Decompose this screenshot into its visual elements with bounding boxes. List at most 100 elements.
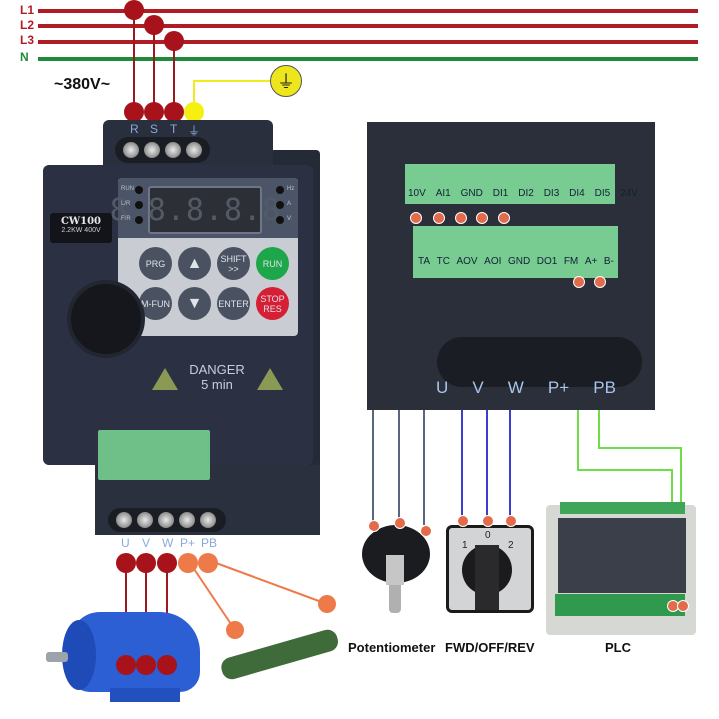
terminal-dot-t bbox=[164, 102, 184, 122]
voltage-label: ~380V~ bbox=[54, 76, 111, 93]
stop-key-sub: RES bbox=[263, 303, 282, 314]
motor-shaft bbox=[46, 652, 68, 662]
junction-l3 bbox=[164, 31, 184, 51]
terminal-di4: DI4 bbox=[569, 188, 585, 199]
led-label-lr: L/R bbox=[121, 201, 131, 207]
closeup-label-v: V bbox=[472, 378, 484, 397]
run-key[interactable]: RUN bbox=[256, 247, 289, 280]
output-dot-p-plus bbox=[178, 553, 198, 573]
plc-bottom-terminals bbox=[555, 594, 685, 616]
screw-pb[interactable] bbox=[200, 512, 216, 528]
enter-key-label: ENTER bbox=[218, 298, 249, 309]
wire-l3 bbox=[38, 40, 698, 44]
resistor-terminal-2 bbox=[318, 595, 336, 613]
danger-title: DANGER bbox=[189, 362, 245, 377]
led-a bbox=[276, 201, 284, 209]
control-terminal-block bbox=[98, 430, 210, 480]
line-label-n: N bbox=[20, 50, 29, 64]
shift-key[interactable]: SHIFT>> bbox=[217, 247, 250, 280]
pot-terminal-3 bbox=[420, 525, 432, 537]
potentiometer-knob[interactable] bbox=[67, 280, 145, 358]
wire-n bbox=[38, 57, 698, 61]
prg-key-label: PRG bbox=[145, 258, 166, 269]
motor-terminal-w bbox=[157, 655, 177, 675]
up-key[interactable]: ▲ bbox=[178, 247, 211, 280]
switch-terminal-2 bbox=[505, 515, 517, 527]
down-key[interactable]: ▼ bbox=[178, 287, 211, 320]
terminal-ai1: AI1 bbox=[435, 188, 451, 199]
terminal-24v: 24V bbox=[620, 188, 638, 199]
potentiometer-shaft[interactable] bbox=[389, 585, 401, 613]
screw-pe[interactable] bbox=[186, 142, 202, 158]
caption-plc: PLC bbox=[605, 640, 631, 655]
down-arrow-icon: ▼ bbox=[186, 294, 203, 312]
terminal-10v: 10V bbox=[408, 188, 426, 199]
caption-potentiometer: Potentiometer bbox=[348, 640, 436, 655]
brand-name: CW100 bbox=[60, 216, 102, 227]
potentiometer-bushing bbox=[386, 555, 404, 585]
wire-pb bbox=[207, 559, 328, 605]
prg-key[interactable]: PRG bbox=[139, 247, 172, 280]
screw-t[interactable] bbox=[165, 142, 181, 158]
terminal-label-p-plus: P+ bbox=[180, 536, 196, 550]
top-terminal-row bbox=[405, 164, 615, 204]
screw-p-plus[interactable] bbox=[179, 512, 195, 528]
junction-l2 bbox=[144, 15, 164, 35]
brand-rating: 2.2KW 400V bbox=[61, 227, 101, 234]
wire-l2 bbox=[38, 24, 698, 28]
top-terminal-labels: 10V AI1 GND DI1 DI2 DI3 DI4 DI5 24V bbox=[408, 188, 638, 199]
warning-icon bbox=[152, 368, 178, 390]
led-v bbox=[276, 216, 284, 224]
bottom-terminal-labels: TA TC AOV AOI GND DO1 FM A+ B- bbox=[418, 256, 614, 267]
terminal-b-minus: B- bbox=[603, 256, 614, 267]
motor-terminal-u bbox=[116, 655, 136, 675]
wire-ground bbox=[193, 80, 270, 112]
terminal-dot-r bbox=[124, 102, 144, 122]
up-arrow-icon: ▲ bbox=[186, 254, 203, 272]
line-label-l3: L3 bbox=[20, 33, 35, 47]
terminal-label-s: S bbox=[150, 122, 159, 136]
connection-10v bbox=[410, 212, 422, 224]
output-dot-pb bbox=[198, 553, 218, 573]
enter-key[interactable]: ENTER bbox=[217, 287, 250, 320]
brand-plate: CW100 2.2KW 400V bbox=[50, 213, 112, 243]
connection-ai1 bbox=[433, 212, 445, 224]
screw-w[interactable] bbox=[158, 512, 174, 528]
switch-handle[interactable] bbox=[475, 545, 499, 610]
terminal-label-w: W bbox=[162, 536, 174, 550]
line-label-l1: L1 bbox=[20, 3, 35, 17]
led-display: 8.8.8.8.8. bbox=[110, 186, 299, 234]
mfun-key-label: M-FUN bbox=[141, 298, 170, 309]
terminal-gnd: GND bbox=[460, 188, 483, 199]
screw-r[interactable] bbox=[123, 142, 139, 158]
switch-position-2: 2 bbox=[508, 540, 514, 551]
terminal-di2: DI2 bbox=[518, 188, 534, 199]
terminal-gnd-2: GND bbox=[507, 256, 531, 267]
closeup-label-u: U bbox=[436, 378, 449, 397]
junction-l1 bbox=[124, 0, 144, 20]
connection-di2 bbox=[498, 212, 510, 224]
screw-s[interactable] bbox=[144, 142, 160, 158]
output-dot-v bbox=[136, 553, 156, 573]
wire-p-plus bbox=[187, 559, 236, 631]
terminal-di5: DI5 bbox=[594, 188, 611, 199]
led-hz bbox=[276, 186, 284, 194]
terminal-label-pe: ⏚ bbox=[188, 124, 201, 138]
switch-position-0: 0 bbox=[485, 530, 491, 541]
connection-a-plus bbox=[573, 276, 585, 288]
terminal-fm: FM bbox=[563, 256, 579, 267]
bottom-terminal-row bbox=[413, 226, 618, 278]
connection-gnd bbox=[455, 212, 467, 224]
terminal-label-t: T bbox=[170, 122, 178, 136]
terminal-di1: DI1 bbox=[492, 188, 509, 199]
screw-v[interactable] bbox=[137, 512, 153, 528]
terminal-aoi: AOI bbox=[484, 256, 502, 267]
led-label-hz: Hz bbox=[287, 186, 295, 192]
shift-key-label: SHIFT bbox=[220, 253, 247, 264]
led-run bbox=[135, 186, 143, 194]
terminal-ta: TA bbox=[418, 256, 431, 267]
plc-face bbox=[558, 518, 686, 593]
screw-u[interactable] bbox=[116, 512, 132, 528]
terminal-label-pb: PB bbox=[201, 536, 218, 550]
